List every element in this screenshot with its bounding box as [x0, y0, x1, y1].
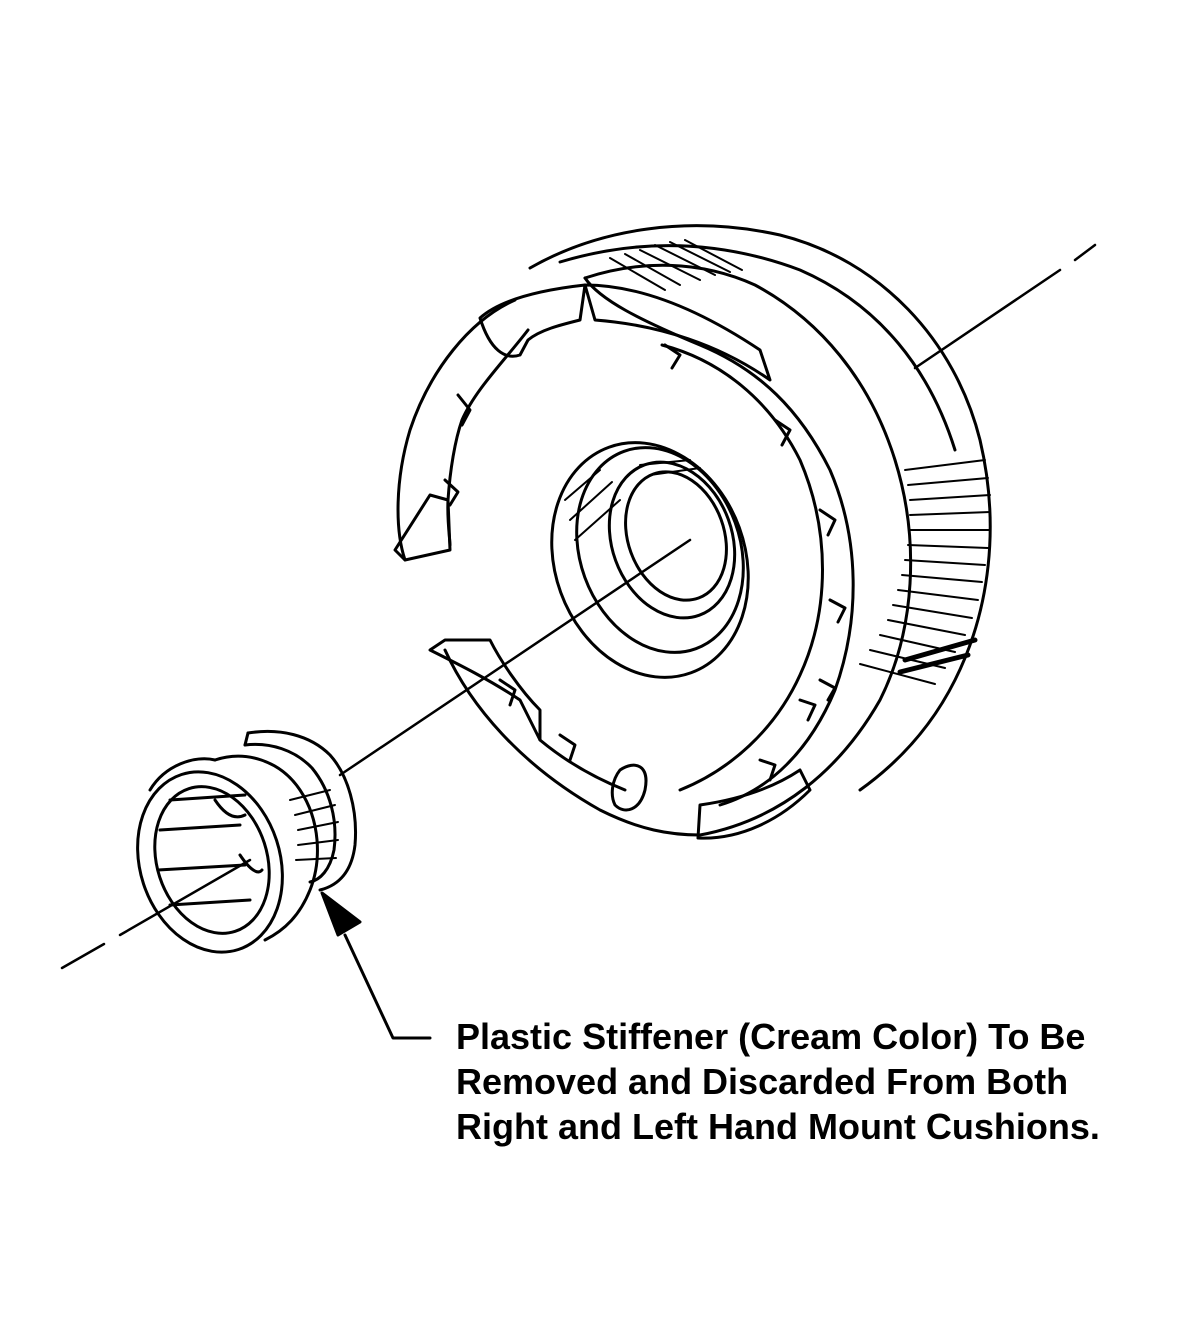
callout-line-3: Right and Left Hand Mount Cushions.: [456, 1106, 1100, 1147]
callout-line-1: Plastic Stiffener (Cream Color) To Be: [456, 1016, 1086, 1057]
callout-line-2: Removed and Discarded From Both: [456, 1061, 1069, 1102]
center-axis-line: [60, 243, 1097, 970]
stiffener-callout-text: Plastic Stiffener (Cream Color) To Be Re…: [456, 1014, 1176, 1149]
leader-arrow: [320, 891, 432, 1040]
mount-cushion: [393, 224, 992, 840]
plastic-stiffener: [136, 729, 358, 954]
